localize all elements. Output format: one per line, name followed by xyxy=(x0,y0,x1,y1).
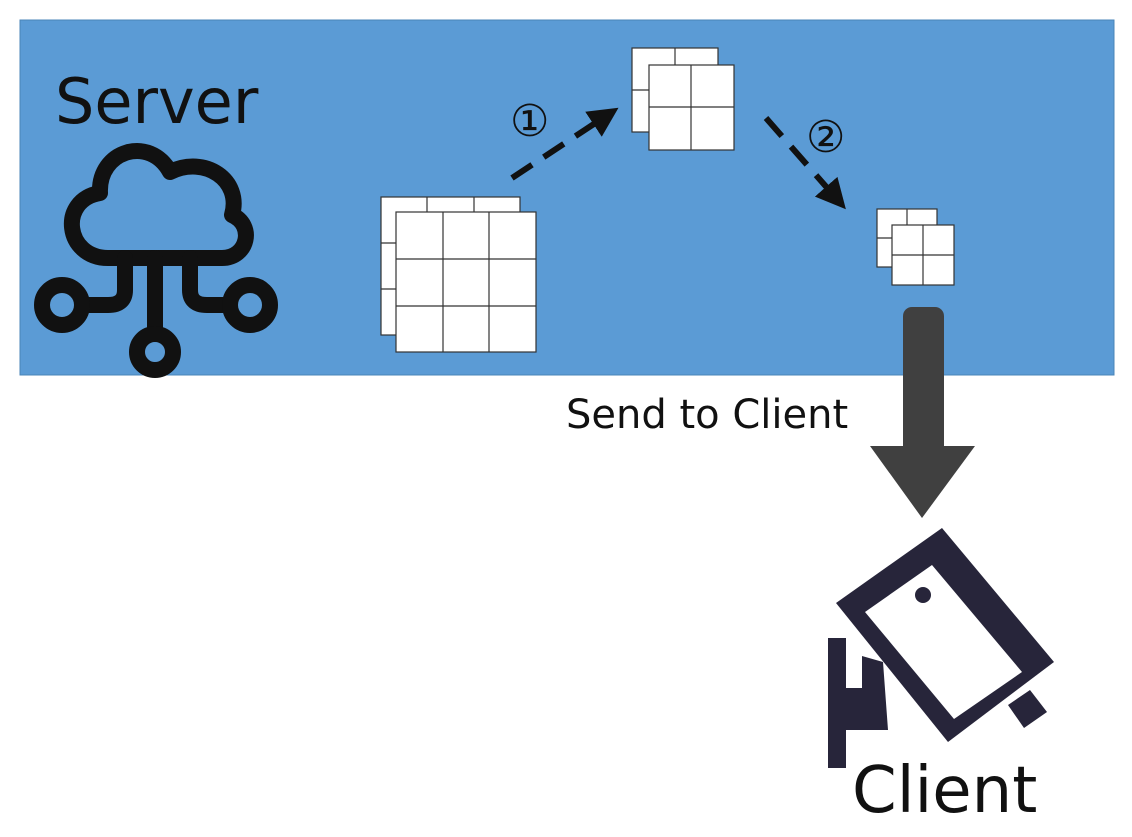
security-camera-icon xyxy=(828,528,1054,768)
step-1-marker: ① xyxy=(510,96,549,147)
cloud-network-icon xyxy=(34,143,278,378)
medium-matrix xyxy=(631,47,735,151)
server-label: Server xyxy=(55,65,259,138)
send-to-client-arrow xyxy=(870,307,975,518)
step-1-arrow xyxy=(510,107,619,181)
step-2-marker: ② xyxy=(806,112,845,163)
step-2-arrow xyxy=(763,116,846,210)
send-to-client-label: Send to Client xyxy=(566,392,848,438)
client-label: Client xyxy=(852,754,1037,828)
small-matrix xyxy=(876,208,955,286)
large-matrix xyxy=(380,196,537,353)
